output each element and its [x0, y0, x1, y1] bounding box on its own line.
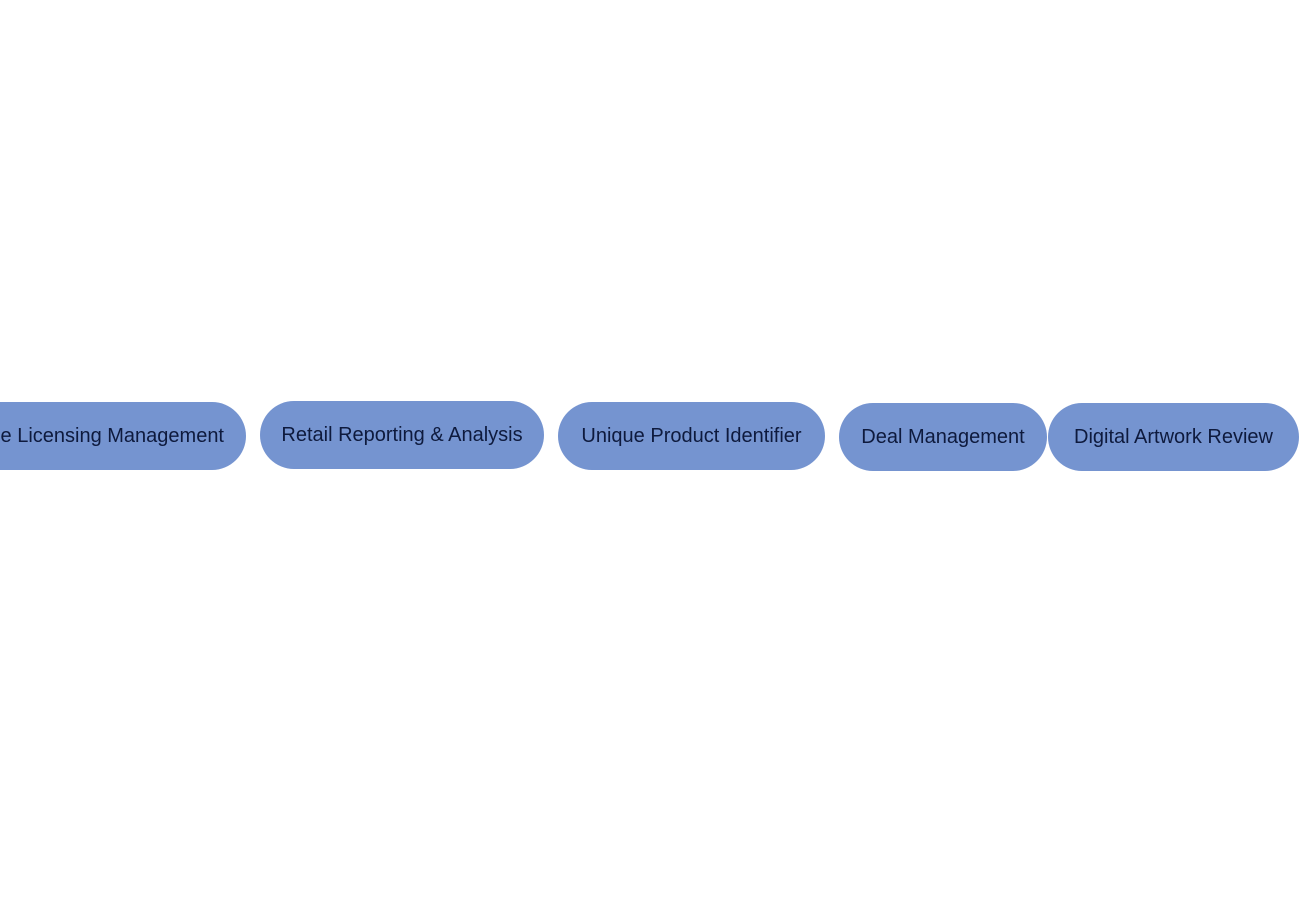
feature-pill-label: Deal Management [861, 425, 1025, 448]
feature-pill-retail-reporting[interactable]: Retail Reporting & Analysis [260, 401, 544, 469]
feature-pill-unique-product-identifier[interactable]: Unique Product Identifier [558, 402, 825, 470]
feature-pill-label: Digital Artwork Review [1074, 425, 1273, 448]
feature-pill-label: e Licensing Management [0, 424, 224, 447]
feature-pill-licensing-management[interactable]: e Licensing Management [0, 402, 246, 470]
feature-pill-digital-artwork-review[interactable]: Digital Artwork Review [1048, 403, 1299, 471]
feature-pill-label: Retail Reporting & Analysis [281, 423, 523, 446]
feature-pill-label: Unique Product Identifier [581, 424, 802, 447]
feature-pill-deal-management[interactable]: Deal Management [839, 403, 1047, 471]
